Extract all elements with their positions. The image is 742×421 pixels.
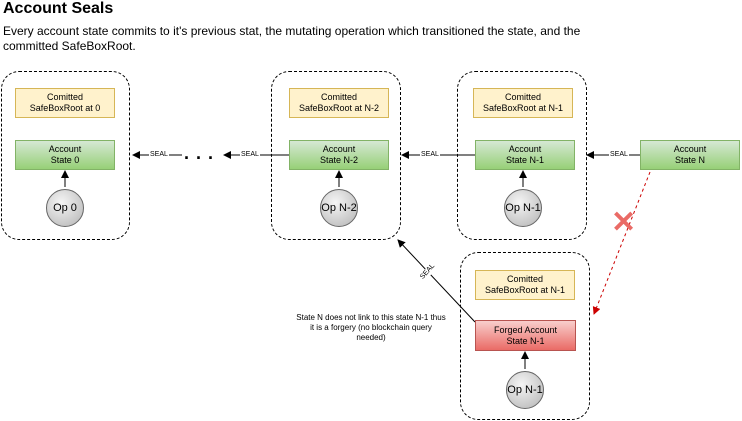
state-box-n: Account State N bbox=[640, 140, 740, 170]
commit-value: SafeBoxRoot at N-1 bbox=[482, 103, 564, 113]
state-value: State N-1 bbox=[506, 335, 545, 346]
state-box-n2: Account State N-2 bbox=[289, 140, 389, 170]
state-value: State N bbox=[674, 155, 705, 165]
op-circle-n2: Op N-2 bbox=[320, 189, 358, 227]
commit-value: SafeBoxRoot at N-1 bbox=[484, 285, 566, 295]
state-label: Account bbox=[508, 144, 542, 154]
commit-box-n1: Comitted SafeBoxRoot at N-1 bbox=[473, 88, 573, 118]
seal-label: SEAL bbox=[240, 151, 260, 159]
op-label: Op 0 bbox=[53, 202, 77, 214]
account-group-0 bbox=[1, 71, 130, 240]
state-value: State 0 bbox=[50, 155, 80, 165]
forgery-note: State N does not link to this state N-1 … bbox=[296, 313, 446, 342]
commit-label: Comitted bbox=[504, 92, 541, 102]
state-box-n1: Account State N-1 bbox=[475, 140, 575, 170]
invalid-link-arrow bbox=[592, 171, 651, 315]
forged-commit-box: Comitted SafeBoxRoot at N-1 bbox=[475, 270, 575, 300]
op-circle-0: Op 0 bbox=[46, 189, 84, 227]
ellipsis: . . . bbox=[184, 143, 215, 163]
op-circle-forged: Op N-1 bbox=[506, 371, 544, 409]
account-group-n2 bbox=[271, 71, 401, 240]
op-label: Op N-1 bbox=[507, 384, 543, 396]
state-value: State N-2 bbox=[319, 155, 359, 165]
state-box-0: Account State 0 bbox=[15, 140, 115, 170]
state-label: Forged Account bbox=[493, 324, 558, 335]
commit-box-0: Comitted SafeBoxRoot at 0 bbox=[15, 88, 115, 118]
account-group-n1 bbox=[457, 71, 587, 240]
state-label: Account bbox=[673, 144, 707, 154]
invalid-link-mark-icon: ✕ bbox=[611, 206, 637, 239]
op-circle-n1: Op N-1 bbox=[504, 189, 542, 227]
state-label: Account bbox=[322, 144, 356, 154]
commit-box-n2: Comitted SafeBoxRoot at N-2 bbox=[289, 88, 389, 118]
commit-label: Comitted bbox=[46, 92, 83, 102]
seal-label: SEAL bbox=[609, 151, 629, 159]
op-label: Op N-2 bbox=[321, 202, 357, 214]
state-value: State N-1 bbox=[505, 155, 545, 165]
seal-arrow-forged-to-n2 bbox=[397, 239, 476, 323]
commit-value: SafeBoxRoot at N-2 bbox=[298, 103, 380, 113]
commit-label: Comitted bbox=[320, 92, 357, 102]
commit-value: SafeBoxRoot at 0 bbox=[29, 103, 101, 113]
commit-label: Comitted bbox=[506, 274, 543, 284]
forged-state-box: Forged Account State N-1 bbox=[475, 320, 576, 351]
seal-label: SEAL bbox=[420, 151, 440, 159]
state-label: Account bbox=[48, 144, 82, 154]
diagram-description: Every account state commits to it's prev… bbox=[3, 24, 581, 53]
forged-group bbox=[460, 252, 590, 420]
seal-label: SEAL bbox=[149, 151, 169, 159]
op-label: Op N-1 bbox=[505, 202, 541, 214]
diagram-title: Account Seals bbox=[3, 0, 114, 17]
